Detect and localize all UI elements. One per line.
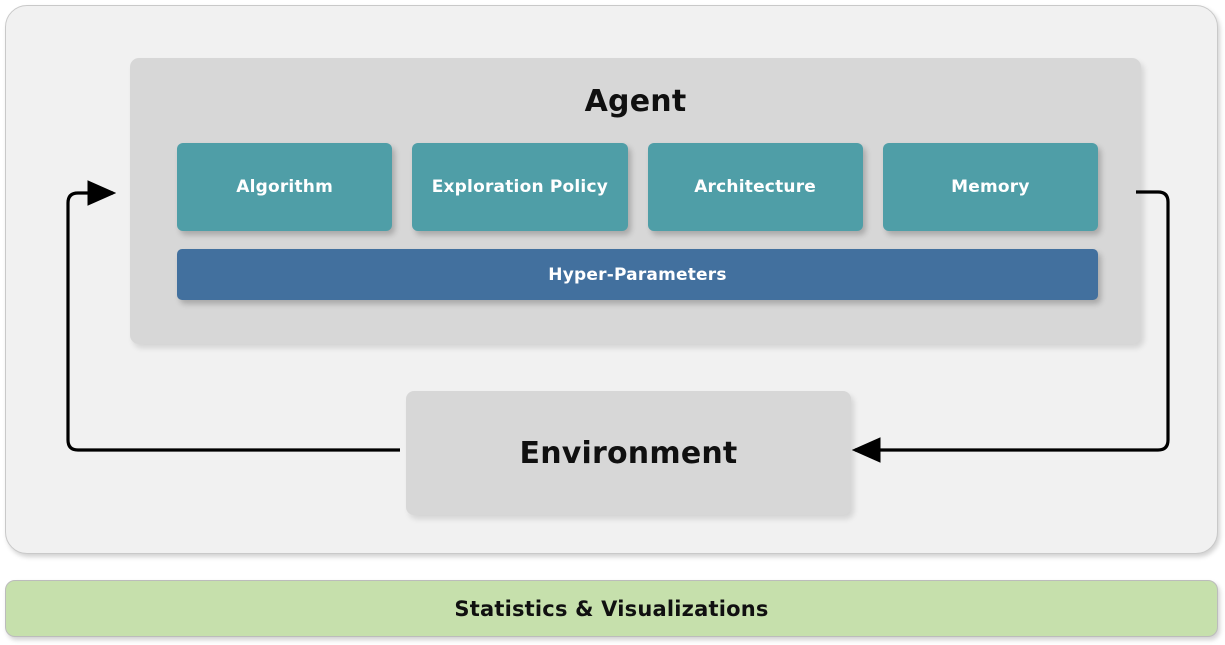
agent-component-architecture[interactable]: Architecture	[647, 143, 863, 231]
hyper-parameters-bar[interactable]: Hyper-Parameters	[177, 249, 1098, 300]
statistics-visualizations-bar[interactable]: Statistics & Visualizations	[5, 580, 1218, 637]
component-label: Algorithm	[236, 177, 334, 197]
agent-title: Agent	[584, 84, 687, 119]
agent-component-algorithm[interactable]: Algorithm	[177, 143, 393, 231]
agent-container: Agent Algorithm Exploration Policy Archi…	[130, 58, 1141, 344]
agent-component-exploration-policy[interactable]: Exploration Policy	[412, 143, 628, 231]
component-label: Architecture	[694, 177, 817, 197]
component-label: Memory	[951, 177, 1030, 197]
framework-panel: Agent Algorithm Exploration Policy Archi…	[5, 5, 1218, 554]
component-label: Exploration Policy	[431, 177, 609, 197]
statistics-visualizations-label: Statistics & Visualizations	[454, 596, 769, 621]
agent-component-memory[interactable]: Memory	[882, 143, 1098, 231]
environment-label: Environment	[519, 435, 738, 471]
agent-component-row: Algorithm Exploration Policy Architectur…	[177, 143, 1098, 231]
environment-container[interactable]: Environment	[406, 391, 851, 515]
hyper-parameters-label: Hyper-Parameters	[548, 264, 727, 285]
